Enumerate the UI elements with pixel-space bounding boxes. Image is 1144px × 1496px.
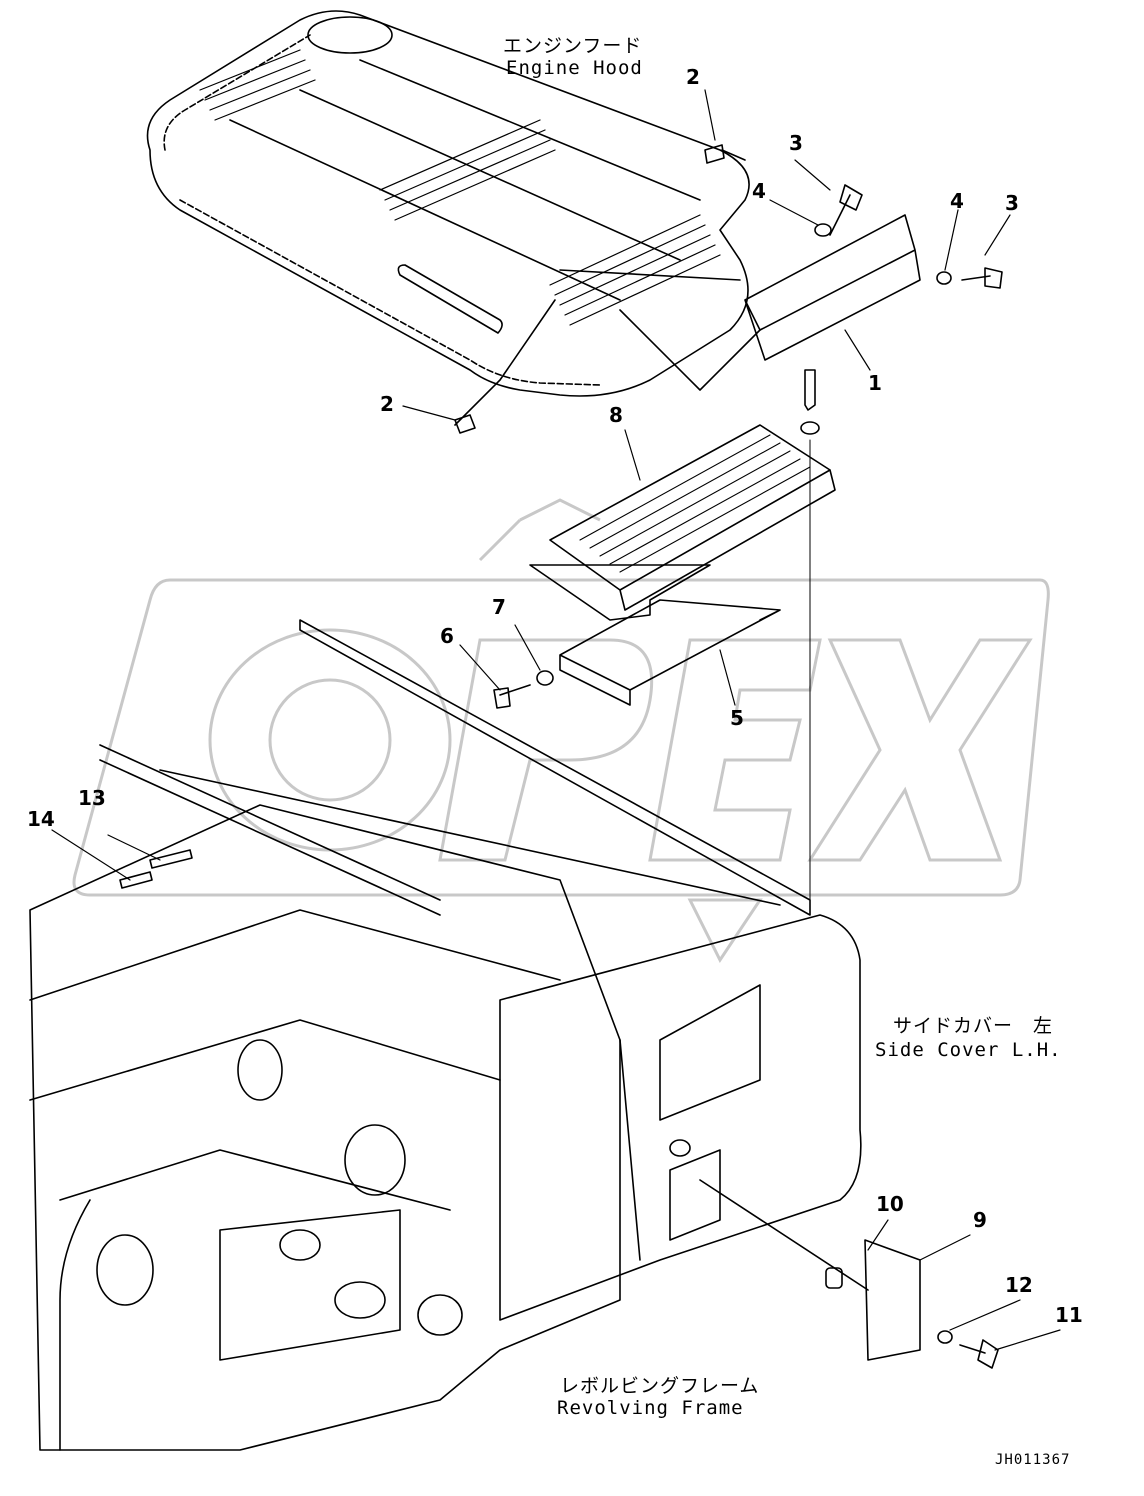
- revolving-frame-label-jp: レボルビングフレーム: [560, 1375, 760, 1397]
- side-cover-label-jp: サイドカバー 左: [893, 1015, 1054, 1037]
- plate-5: [559, 599, 781, 706]
- callout-9: 9: [973, 1208, 987, 1232]
- callout-3-right: 3: [1005, 191, 1019, 215]
- callout-6: 6: [440, 624, 454, 648]
- side-cover: [499, 914, 862, 1321]
- line-art: [29, 10, 1061, 1451]
- callout-3-left: 3: [789, 131, 803, 155]
- callout-5: 5: [730, 706, 744, 730]
- plate-9: [864, 1239, 921, 1361]
- callout-14: 14: [27, 807, 55, 831]
- opex-watermark: [72, 498, 1050, 963]
- callout-8: 8: [609, 403, 623, 427]
- engine-hood: [146, 10, 750, 397]
- revolving-frame-label-en: Revolving Frame: [557, 1397, 744, 1419]
- callout-11: 11: [1055, 1303, 1083, 1327]
- callout-4-left: 4: [752, 179, 766, 203]
- engine-hood-label-jp: エンジンフード: [503, 35, 643, 57]
- callout-4-right: 4: [950, 189, 964, 213]
- side-cover-label-en: Side Cover L.H.: [875, 1039, 1062, 1061]
- revolving-frame: [29, 804, 621, 1451]
- callout-7: 7: [492, 595, 506, 619]
- callout-1: 1: [868, 371, 882, 395]
- bracket-1: [744, 214, 921, 361]
- callout-2-bottom: 2: [380, 392, 394, 416]
- grille-8: [549, 424, 836, 611]
- callout-13: 13: [78, 786, 106, 810]
- callout-2-top: 2: [686, 65, 700, 89]
- callout-12: 12: [1005, 1273, 1033, 1297]
- callout-10: 10: [876, 1192, 904, 1216]
- engine-hood-label-en: Engine Hood: [506, 57, 643, 79]
- drawing-code: JH011367: [995, 1452, 1071, 1468]
- frame-rail: [299, 619, 811, 916]
